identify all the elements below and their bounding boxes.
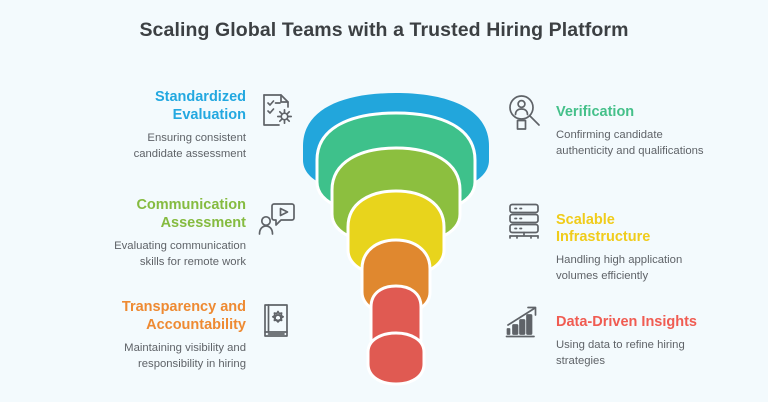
item-verification[interactable]: Verification Confirming candidate authen…: [502, 90, 714, 159]
item-scalable-infrastructure[interactable]: Scalable Infrastructure Handling high ap…: [502, 198, 714, 284]
item-standardized-evaluation[interactable]: Standardized Evaluation Ensuring consist…: [88, 88, 300, 162]
item-text-group: Transparency and Accountability Maintain…: [96, 298, 246, 372]
item-text-group: Scalable Infrastructure Handling high ap…: [556, 198, 706, 284]
item-description: Ensuring consistent candidate assessment: [133, 132, 246, 160]
book-gear-icon: [254, 298, 300, 344]
item-description: Handling high application volumes effici…: [556, 254, 683, 282]
funnel-graphic: [286, 84, 506, 402]
item-heading: Transparency and Accountability: [121, 299, 246, 333]
document-checklist-gear-icon: [254, 88, 300, 134]
bar-chart-growth-arrow-icon: [502, 300, 548, 346]
page-title: Scaling Global Teams with a Trusted Hiri…: [139, 19, 629, 41]
item-description: Confirming candidate authenticity and qu…: [556, 129, 704, 157]
funnel-layer-red: [366, 284, 426, 386]
magnifier-person-icon: [502, 90, 548, 136]
item-text-group: Data-Driven Insights Using data to refin…: [556, 300, 706, 369]
item-text-group: Standardized Evaluation Ensuring consist…: [96, 88, 246, 162]
item-heading: Scalable Infrastructure: [556, 212, 651, 245]
item-communication-assessment[interactable]: Communication Assessment Evaluating comm…: [88, 196, 300, 270]
item-heading: Communication Assessment: [136, 197, 246, 231]
item-heading: Verification: [556, 104, 635, 120]
item-data-driven-insights[interactable]: Data-Driven Insights Using data to refin…: [502, 300, 714, 369]
item-text-group: Communication Assessment Evaluating comm…: [96, 196, 246, 270]
server-stack-icon: [502, 198, 548, 244]
item-transparency-accountability[interactable]: Transparency and Accountability Maintain…: [88, 298, 300, 372]
person-speech-bubble-play-icon: [254, 196, 300, 242]
item-description: Maintaining visibility and responsibilit…: [124, 342, 246, 370]
item-heading: Standardized Evaluation: [154, 89, 246, 123]
item-heading: Data-Driven Insights: [556, 314, 697, 330]
item-text-group: Verification Confirming candidate authen…: [556, 90, 706, 159]
item-description: Using data to refine hiring strategies: [556, 339, 685, 367]
item-description: Evaluating communication skills for remo…: [114, 240, 246, 268]
